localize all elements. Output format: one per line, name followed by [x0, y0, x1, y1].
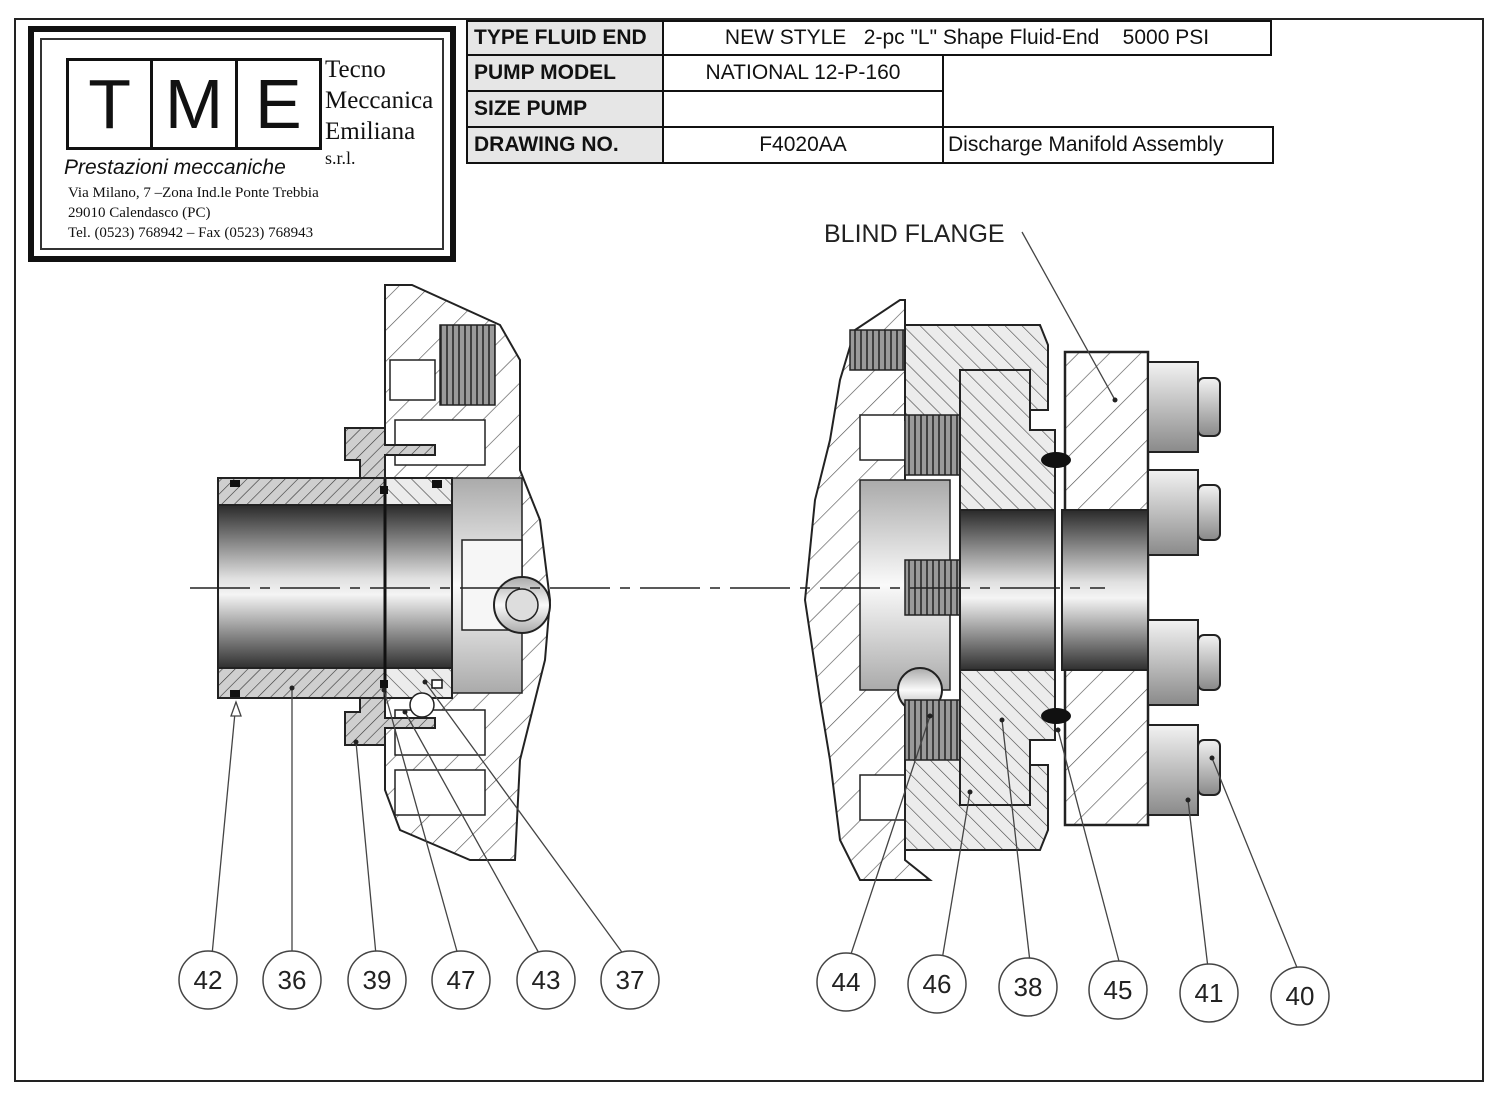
part-36-bore: [217, 504, 386, 669]
company-tagline: Prestazioni meccaniche: [64, 156, 286, 179]
callout-balloon-38: 38: [998, 957, 1058, 1017]
part-43-seal: [431, 679, 443, 689]
callout-balloon-46: 46: [907, 954, 967, 1014]
company-suffix: s.r.l.: [325, 148, 356, 168]
logo-letter-m: M: [153, 61, 238, 147]
svg-text:37: 37: [616, 965, 645, 995]
callout-balloon-39: 39: [347, 950, 407, 1010]
svg-text:47: 47: [447, 965, 476, 995]
type-fluid-end-value: NEW STYLE 2-pc "L" Shape Fluid-End 5000 …: [662, 20, 1272, 56]
part-36-lower-wall: [217, 667, 386, 699]
part-41-nut-1: [1147, 361, 1221, 453]
drawing-frame: [14, 18, 1484, 1082]
drawing-description: Discharge Manifold Assembly: [942, 126, 1274, 164]
svg-text:36: 36: [278, 965, 307, 995]
callout-balloon-36: 36: [262, 950, 322, 1010]
svg-text:40: 40: [1286, 981, 1315, 1011]
left-oring-lower: [380, 680, 388, 688]
svg-text:46: 46: [923, 969, 952, 999]
left-callout-balloons: 42 36 39 47 43 37: [178, 950, 660, 1010]
left-lower-cavity: [394, 709, 486, 756]
left-lower-port: [394, 769, 486, 816]
right-leader-lines: [849, 715, 1299, 971]
callout-balloon-42: 42: [178, 950, 238, 1010]
part-44-stud-upper: [904, 414, 961, 476]
address-line-2: 29010 Calendasco (PC): [68, 205, 211, 221]
part-39-lower-clamp: [344, 697, 436, 746]
callout-balloon-40: 40: [1270, 966, 1330, 1026]
callout-balloon-44: 44: [816, 952, 876, 1012]
part-36-upper-wall: [217, 477, 386, 506]
left-oring-upper: [380, 486, 388, 494]
part-39-upper-clamp: [344, 427, 436, 479]
svg-text:42: 42: [194, 965, 223, 995]
company-name: Tecno Meccanica Emiliana s.r.l.: [325, 54, 433, 169]
left-upper-cavity: [394, 419, 486, 466]
tme-logo: T M E: [66, 58, 322, 150]
part-45-gasket-upper: [1041, 452, 1071, 468]
part-45-gasket-lower: [1041, 708, 1071, 724]
callout-balloon-37: 37: [600, 950, 660, 1010]
left-leader-lines: [211, 681, 625, 956]
logo-letter-t: T: [69, 61, 154, 147]
address-line-3: Tel. (0523) 768942 – Fax (0523) 768943: [68, 225, 314, 241]
callout-balloon-47: 47: [431, 950, 491, 1010]
right-upper-thread: [849, 329, 906, 371]
company-name-line-3: Emiliana: [325, 118, 416, 145]
part-41-nut-3: [1147, 619, 1221, 706]
right-assembly: [803, 299, 1221, 881]
left-upper-port: [389, 359, 436, 401]
drawing-no-value: F4020AA: [662, 126, 944, 164]
part-37-bore: [384, 504, 453, 669]
address-line-1: Via Milano, 7 –Zona Ind.le Ponte Trebbia: [68, 185, 319, 201]
left-cross-port-inner: [505, 588, 539, 622]
left-upper-seal: [432, 480, 442, 488]
leader-dots: [289, 679, 1215, 803]
part-41-nut-2: [1147, 469, 1221, 556]
right-callout-balloons: 44 46 38 45 41 40: [816, 952, 1330, 1026]
callout-balloon-43: 43: [516, 950, 576, 1010]
left-lower-bolt-hole: [409, 692, 435, 718]
company-name-line-1: Tecno: [325, 56, 386, 83]
company-logo-block: T M E Tecno Meccanica Emiliana s.r.l. Pr…: [28, 26, 456, 262]
part-42-seal-upper: [230, 480, 240, 487]
company-name-line-2: Meccanica: [325, 87, 434, 114]
logo-letter-e: E: [254, 65, 302, 143]
part-41-nut-4: [1147, 724, 1221, 816]
blind-flange-bore: [1061, 509, 1149, 671]
part-42-arrowhead: [230, 700, 242, 717]
svg-text:41: 41: [1195, 978, 1224, 1008]
blind-flange-label: BLIND FLANGE: [824, 220, 1005, 248]
pump-model-label: PUMP MODEL: [466, 54, 664, 92]
part-42-seal-lower: [230, 690, 240, 697]
blind-flange-leader-dot: [1112, 397, 1118, 403]
blind-flange-leader: [1021, 231, 1116, 401]
callout-balloon-41: 41: [1179, 963, 1239, 1023]
left-assembly: [217, 284, 552, 861]
part-44-stud-lower: [904, 699, 961, 761]
svg-text:43: 43: [532, 965, 561, 995]
svg-text:38: 38: [1014, 972, 1043, 1002]
callout-balloon-45: 45: [1088, 960, 1148, 1020]
svg-text:45: 45: [1104, 975, 1133, 1005]
right-upper-cavity: [859, 414, 906, 461]
svg-text:44: 44: [832, 967, 861, 997]
company-address: Via Milano, 7 –Zona Ind.le Ponte Trebbia…: [68, 183, 319, 243]
left-upper-thread: [439, 324, 496, 406]
part-38-bore: [959, 509, 1056, 671]
svg-text:39: 39: [363, 965, 392, 995]
drawing-no-label: DRAWING NO.: [466, 126, 664, 164]
logo-inner-border: T M E Tecno Meccanica Emiliana s.r.l. Pr…: [40, 38, 444, 250]
